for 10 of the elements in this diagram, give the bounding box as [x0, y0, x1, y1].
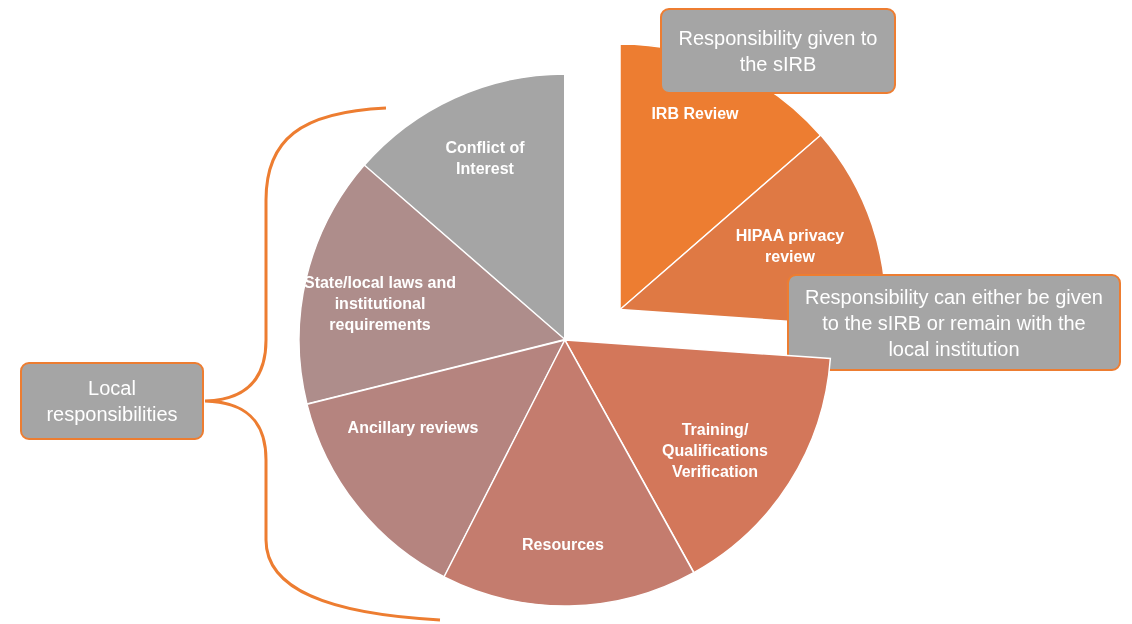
- slice-label: Ancillary reviews: [346, 418, 480, 438]
- slice-label: Conflict of Interest: [444, 138, 526, 179]
- callout-box: Responsibility given to the sIRB: [660, 8, 896, 94]
- callout-box: Local responsibilities: [20, 362, 204, 440]
- slice-label: HIPAA privacy review: [734, 226, 846, 267]
- slice-label: IRB Review: [650, 104, 740, 124]
- slice-label: State/local laws and institutional requirements: [302, 273, 458, 335]
- slice-label: Training/ Qualifications Verification: [661, 420, 769, 482]
- callout-box: Responsibility can either be given to the sIRB or remain with the local institution: [787, 274, 1121, 371]
- slice-label: Resources: [521, 535, 605, 555]
